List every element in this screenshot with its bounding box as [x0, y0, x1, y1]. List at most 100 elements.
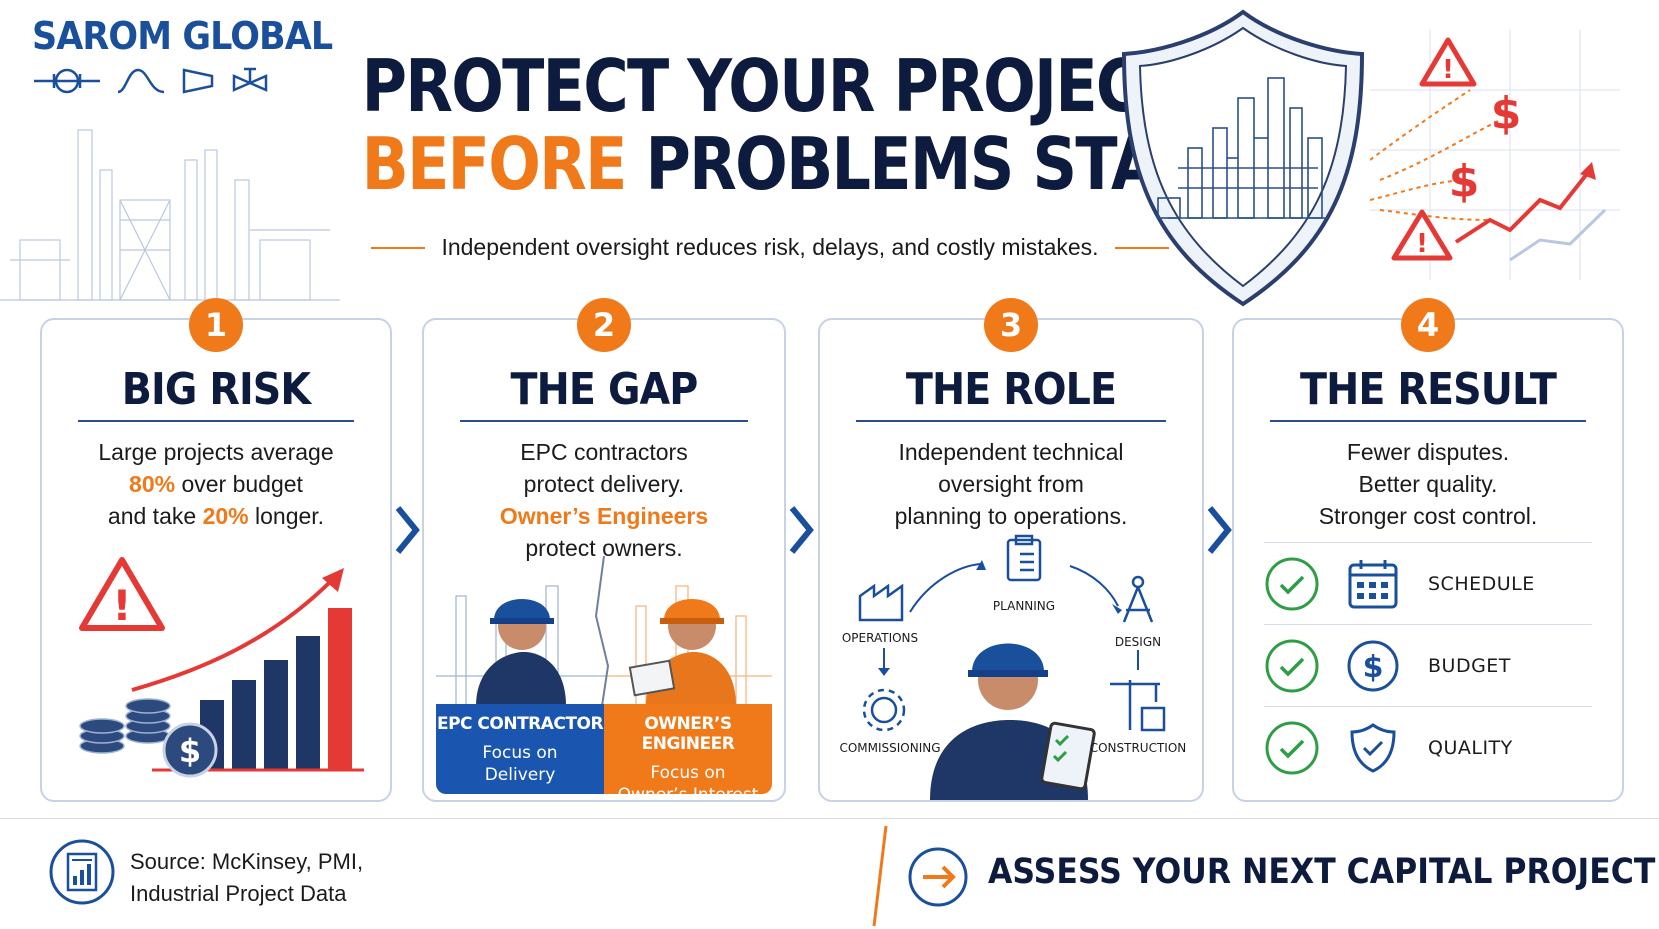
card-big-risk: 1 BIG RISK Large projects average 80% ov… [40, 298, 392, 802]
body-text: longer. [248, 503, 325, 529]
label-sub: Delivery [484, 765, 556, 785]
card-title: THE ROLE [905, 364, 1117, 415]
svg-text:!: ! [1416, 229, 1428, 259]
chevron-right-icon [1207, 506, 1232, 554]
card-the-gap: 2 THE GAP EPC contractors protect delive… [422, 298, 786, 802]
card-body: EPC contractors protect delivery. Owner’… [434, 436, 774, 564]
label-sub: Owner’s Interest [604, 784, 772, 794]
check-circle-icon [1265, 557, 1319, 611]
body-line: protect delivery. [523, 471, 685, 497]
card-divider [78, 420, 354, 422]
warning-icon-bottom [1391, 209, 1453, 261]
wave-symbol-icon [117, 68, 165, 94]
brand: SAROM GLOBAL [32, 14, 358, 96]
label-title: EPC CONTRACTOR [436, 714, 604, 734]
svg-text:$: $ [1449, 156, 1480, 207]
body-line: planning to operations. [894, 503, 1128, 529]
cost-overrun-illustration: ! $ [79, 557, 364, 778]
headline-line-1: PROTECT YOUR PROJECT [361, 44, 1182, 128]
svg-text:$: $ [179, 732, 201, 770]
warning-icon-top [1419, 37, 1477, 87]
result-label: QUALITY [1428, 737, 1513, 759]
owners-engineer-label: OWNER’S ENGINEER Focus on Owner’s Intere… [604, 704, 772, 794]
shield-refinery-icon [1121, 9, 1365, 307]
body-line: Large projects average [98, 439, 334, 465]
svg-text:!: ! [1442, 55, 1454, 85]
result-divider [1264, 706, 1592, 707]
gear-icon [862, 688, 906, 732]
stage-construction: CONSTRUCTION [1090, 741, 1187, 755]
clipboard-icon [1006, 534, 1042, 582]
card-divider [1270, 420, 1586, 422]
stage-commissioning: COMMISSIONING [839, 741, 940, 755]
chevron-right-icon [395, 506, 420, 554]
body-line: Better quality. [1358, 471, 1498, 497]
body-line: Stronger cost control. [1318, 503, 1538, 529]
background-refinery-sketch [0, 129, 340, 301]
footer-slash-divider [872, 825, 888, 927]
stage-planning: PLANNING [993, 599, 1055, 613]
result-row-schedule: SCHEDULE [1264, 546, 1592, 622]
subtitle-dash-right [1114, 246, 1169, 249]
calendar-icon [1348, 560, 1398, 609]
svg-text:!: ! [112, 581, 131, 630]
step-badge-3: 3 [984, 298, 1038, 352]
card-body: Fewer disputes. Better quality. Stronger… [1244, 436, 1612, 532]
card-the-role: 3 THE ROLE Independent technical oversig… [818, 298, 1204, 802]
card-title: BIG RISK [121, 364, 311, 415]
cta-link[interactable]: ASSESS YOUR NEXT CAPITAL PROJECT [988, 852, 1656, 892]
step-badge-4: 4 [1401, 298, 1455, 352]
body-line: Fewer disputes. [1346, 439, 1510, 465]
subtitle-dash-left [371, 246, 426, 249]
headline-line-2: BEFORE PROBLEMS START [362, 125, 1243, 204]
source-citation: Source: McKinsey, PMI, Industrial Projec… [130, 846, 363, 910]
card-title: THE RESULT [1300, 364, 1557, 415]
source-line: Source: McKinsey, PMI, [130, 849, 364, 874]
card-body: Independent technical oversight from pla… [830, 436, 1192, 532]
result-label: BUDGET [1428, 655, 1511, 677]
factory-icon [858, 583, 904, 622]
result-row-quality: QUALITY [1264, 710, 1592, 786]
check-circle-icon [1265, 721, 1319, 775]
subtitle: Independent oversight reduces risk, dela… [441, 234, 1099, 260]
headline-accent: BEFORE [361, 121, 628, 206]
chevron-right-icon [789, 506, 814, 554]
body-line: EPC contractors [520, 439, 688, 465]
gap-comparison-panel: EPC CONTRACTOR Focus on Delivery OWNER’S… [436, 556, 772, 794]
step-badge-1: 1 [189, 298, 243, 352]
report-chart-icon [49, 839, 115, 905]
engineers-illustration [436, 556, 772, 706]
result-label: SCHEDULE [1428, 573, 1535, 595]
brand-name: SAROM GLOBAL [32, 14, 333, 58]
svg-text:$: $ [1491, 88, 1522, 139]
dollar-coin-icon [162, 722, 218, 778]
arrow-right-circle-icon[interactable] [907, 846, 969, 908]
card-divider [856, 420, 1166, 422]
epc-contractor-label: EPC CONTRACTOR Focus on Delivery [436, 704, 604, 794]
subtitle-row: Independent oversight reduces risk, dela… [340, 234, 1200, 261]
crane-icon [1110, 680, 1166, 732]
body-text: over budget [175, 471, 303, 497]
bowtie-valve-icon [232, 67, 268, 92]
shield-check-icon [1350, 723, 1396, 773]
stage-design: DESIGN [1115, 635, 1161, 649]
brand-symbols [32, 66, 358, 96]
body-line: and take 20% longer. [52, 500, 380, 532]
stat-highlight: 20% [202, 503, 249, 529]
svg-text:$: $ [1363, 650, 1384, 685]
stage-operations: OPERATIONS [842, 631, 918, 645]
valve-symbol-icon [34, 68, 100, 94]
compass-icon [1122, 575, 1154, 623]
body-line: Independent technical [898, 439, 1124, 465]
label-title: OWNER’S ENGINEER [641, 714, 735, 754]
card-body: Large projects average 80% over budget a… [52, 436, 380, 532]
result-divider [1264, 624, 1592, 625]
label-sub: Focus on [482, 743, 558, 763]
label-sub: Focus on [650, 763, 726, 783]
card-divider [460, 420, 748, 422]
warning-icon [79, 557, 165, 631]
stat-highlight: 80% [129, 471, 176, 497]
body-text: and take [107, 503, 203, 529]
body-line: oversight from [938, 471, 1084, 497]
pump-symbol-icon [182, 68, 214, 94]
